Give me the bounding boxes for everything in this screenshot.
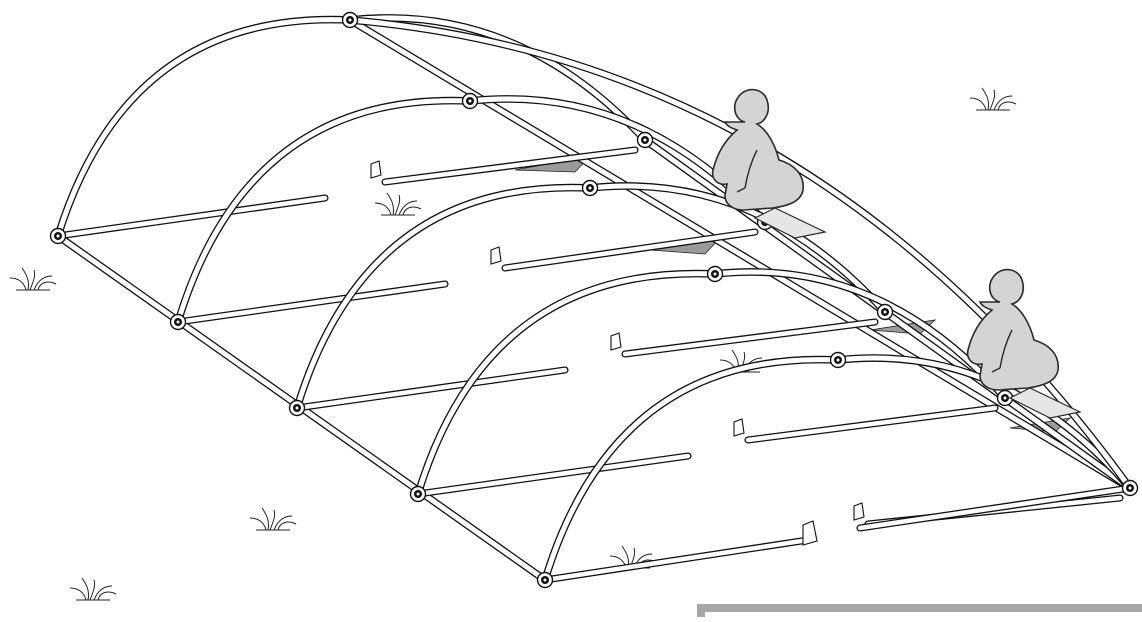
pipe-joint — [288, 399, 306, 417]
pipe-joint — [409, 485, 427, 503]
purlin — [174, 280, 449, 326]
pipe-joint — [1121, 479, 1139, 497]
corner-bar — [697, 604, 1142, 617]
workers-group — [711, 88, 1082, 419]
tarp-held — [753, 207, 827, 239]
pipe-joint — [581, 179, 599, 197]
pipe-joint — [49, 227, 67, 245]
kneeling-worker — [711, 88, 827, 239]
arch-left — [414, 269, 719, 498]
pipe-joint — [536, 571, 554, 589]
grass-tuft-icon — [69, 577, 117, 601]
bracket — [370, 160, 382, 179]
tarp-held — [1008, 387, 1082, 419]
purlin-right — [381, 146, 639, 186]
purlin-right — [621, 318, 879, 358]
purlin-right — [501, 228, 759, 272]
purlin — [414, 452, 692, 498]
pipe-joint — [341, 11, 359, 29]
purlin-front — [856, 484, 1134, 532]
bracket — [490, 246, 502, 265]
pipe-joint — [636, 131, 654, 149]
arch-left — [293, 183, 594, 412]
grass-tuft-icon — [374, 192, 422, 216]
purlin — [541, 536, 812, 584]
pipe-joint — [461, 92, 479, 110]
pipe-joint — [706, 265, 724, 283]
arch-right — [346, 14, 649, 144]
pipe-joint — [876, 303, 894, 321]
pipe-joint — [169, 313, 187, 331]
bracket — [853, 502, 865, 521]
grass-tuft-icon — [969, 87, 1017, 111]
bracket — [733, 418, 745, 437]
arch-right — [711, 268, 1009, 402]
ridge-beam — [346, 16, 1134, 492]
arch-left — [541, 355, 842, 584]
purlin — [54, 194, 329, 240]
bracket — [802, 520, 818, 546]
bracket — [610, 332, 622, 351]
arch-left — [174, 96, 474, 326]
purlin-right — [744, 404, 999, 444]
grass-tuft-icon — [249, 507, 297, 531]
kneeling-worker — [966, 268, 1082, 419]
pipe-joint — [829, 351, 847, 369]
arch-left — [54, 15, 354, 240]
grass-tuft-icon — [9, 267, 57, 291]
purlin — [293, 366, 569, 412]
